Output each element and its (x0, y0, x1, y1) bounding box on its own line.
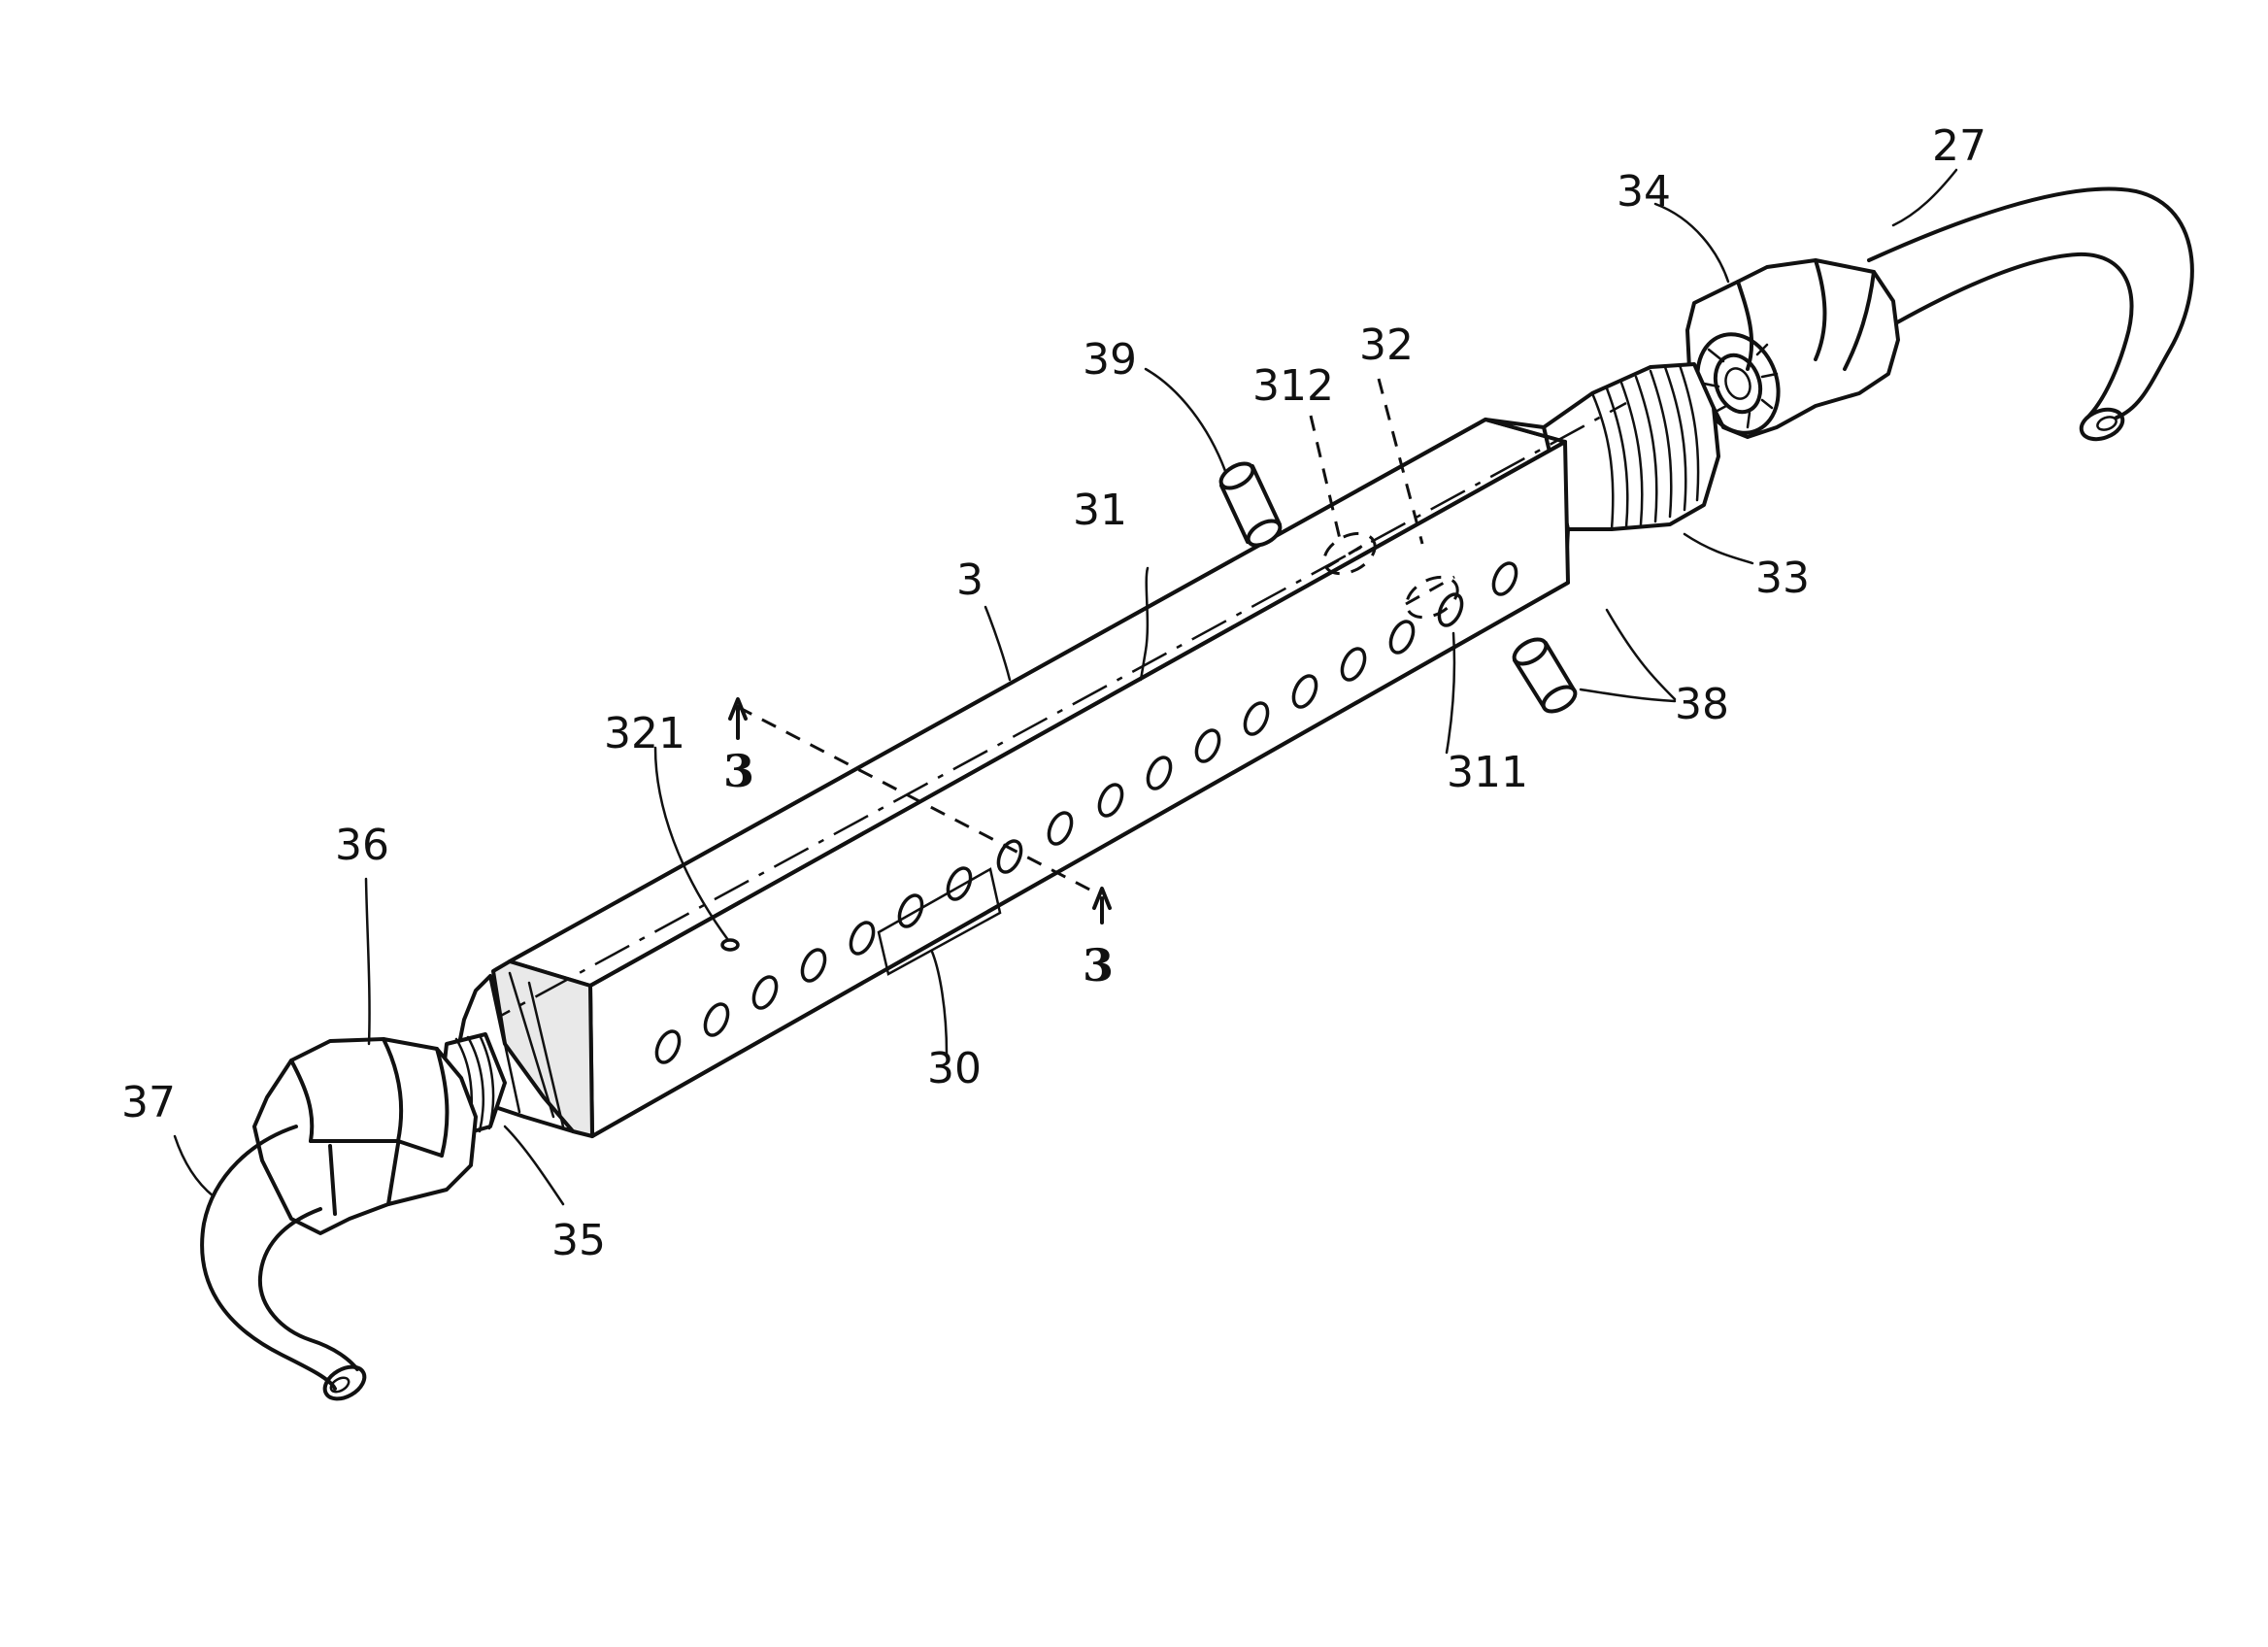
hole-321 (720, 938, 740, 952)
reference-labels: 27 34 39 312 32 31 3 33 38 311 321 36 30… (121, 121, 1986, 1265)
threaded-nipple-33 (1542, 362, 1720, 531)
label-34: 34 (1617, 167, 1671, 217)
label-37: 37 (121, 1078, 176, 1127)
label-38: 38 (1675, 680, 1729, 729)
label-30: 30 (927, 1044, 982, 1093)
leader-lines (173, 168, 1958, 1206)
hose-37 (200, 1125, 367, 1401)
label-36: 36 (335, 821, 389, 870)
section-line-3-3 (728, 697, 1112, 924)
hose-27 (1867, 186, 2194, 442)
label-31: 31 (1073, 486, 1127, 535)
pin-39 (1218, 461, 1283, 548)
label-33: 33 (1755, 554, 1810, 603)
nut-36 (252, 1037, 478, 1235)
side-holes (654, 561, 1518, 1064)
label-312: 312 (1252, 361, 1334, 411)
main-body-3 (475, 401, 1627, 1138)
label-27: 27 (1932, 121, 1986, 171)
label-32: 32 (1359, 320, 1414, 370)
section-mark-bottom: 3 (1083, 939, 1114, 992)
region-30-box (877, 867, 1002, 976)
section-mark-top: 3 (723, 745, 754, 797)
pin-38 (1512, 637, 1578, 714)
label-39: 39 (1083, 335, 1137, 385)
label-311: 311 (1447, 748, 1528, 797)
label-35: 35 (551, 1216, 606, 1265)
label-3: 3 (956, 555, 984, 605)
label-321: 321 (604, 709, 685, 758)
